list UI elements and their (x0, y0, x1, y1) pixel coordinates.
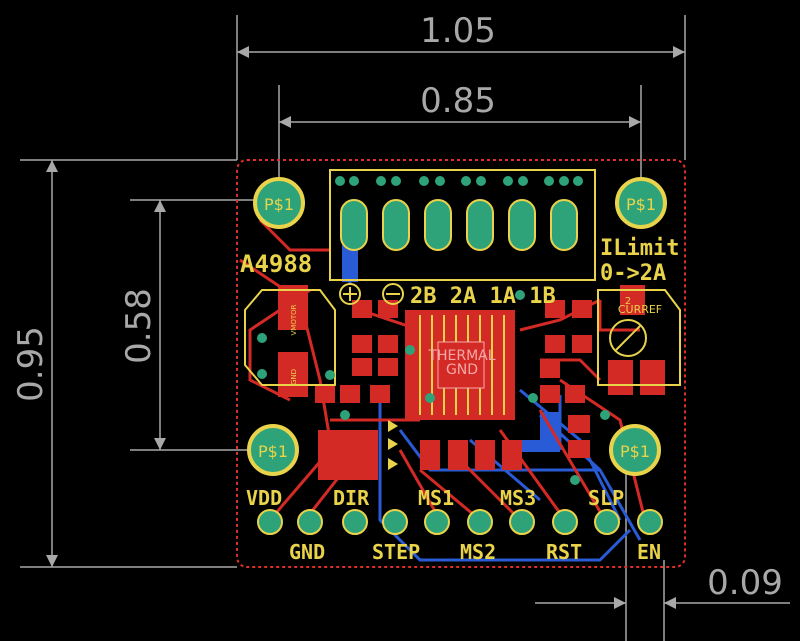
polarity-symbols (339, 283, 404, 305)
curref-label: CURREF (618, 303, 662, 316)
pin-label-vdd: VDD (246, 486, 282, 510)
smd-pads (278, 285, 665, 480)
svg-text:2: 2 (625, 296, 631, 307)
dimension-edge-offset: 0.09 (707, 563, 783, 603)
pin-label-gnd: GND (289, 540, 325, 564)
pin-label-ms2: MS2 (460, 540, 496, 564)
dimension-width-outer: 1.05 (420, 11, 496, 51)
motor-pin-labels: 2B 2A 1A 1B (410, 284, 556, 309)
pin-label-slp: SLP (588, 486, 624, 510)
vmotor-gnd-silk: GND (290, 369, 298, 385)
driver-chip: THERMAL GND (405, 310, 515, 420)
mount-hole-top-right: P$1 (615, 177, 667, 229)
mount-hole-bottom-right: P$1 (609, 424, 661, 476)
mount-hole-bottom-left: P$1 (247, 424, 299, 476)
svg-text:P$1: P$1 (258, 442, 288, 461)
pin-label-dir: DIR (333, 486, 370, 510)
dimension-width-inner: 0.85 (420, 81, 496, 121)
svg-text:P$1: P$1 (264, 195, 294, 214)
svg-text:P$1: P$1 (626, 195, 656, 214)
svg-text:P$1: P$1 (620, 442, 650, 461)
silkscreen-outlines (244, 169, 681, 386)
pin-label-ms1: MS1 (418, 486, 454, 510)
diode-symbols (388, 420, 398, 470)
vmotor-silk: VMOTOR (290, 304, 298, 335)
mount-hole-top-left: P$1 (253, 177, 305, 229)
current-limit-pot: 2 CURREF (618, 296, 662, 316)
pin-label-ms3: MS3 (500, 486, 536, 510)
motor-header (335, 176, 583, 251)
pin-label-en: EN (637, 540, 661, 564)
chip-label: A4988 (240, 250, 312, 278)
thermal-gnd-label: GND (446, 362, 478, 378)
dimension-height-outer: 0.95 (11, 326, 51, 402)
header-pins (257, 509, 663, 535)
pin-labels-bottom: GND STEP MS2 RST EN (289, 540, 661, 564)
pin-label-rst: RST (546, 540, 582, 564)
pin-label-step: STEP (372, 540, 420, 564)
vias (257, 290, 610, 485)
ilimit-range-label: 0->2A (600, 261, 666, 286)
thermal-label: THERMAL (427, 348, 495, 364)
dimension-lines (20, 15, 790, 641)
pin-labels-top: VDD DIR MS1 MS3 SLP (246, 486, 624, 510)
dimension-height-inner: 0.58 (119, 288, 159, 364)
ilimit-label: ILimit (600, 236, 679, 261)
board-outline (236, 159, 686, 568)
